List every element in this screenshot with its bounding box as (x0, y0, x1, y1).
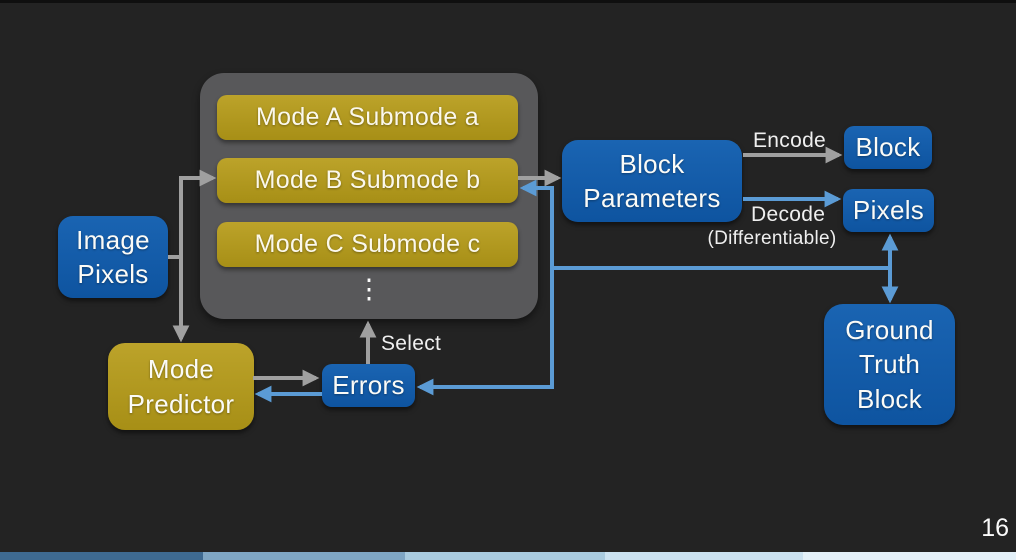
node-block-parameters: Block Parameters (562, 140, 742, 222)
top-edge-strip (0, 0, 1016, 3)
decode-label: Decode (751, 203, 826, 226)
page-number: 16 (981, 514, 1009, 542)
progress-segment (203, 552, 405, 560)
slide-progress-bar (0, 552, 1016, 560)
encode-label: Encode (753, 129, 827, 152)
mode-option-a: Mode A Submode a (217, 95, 518, 140)
progress-segment (803, 552, 1016, 560)
differentiable-label: (Differentiable) (707, 228, 837, 249)
vertical-ellipsis-icon: ⋮ (355, 274, 383, 304)
node-mode-predictor: Mode Predictor (108, 343, 254, 430)
node-ground-truth-block: Ground Truth Block (824, 304, 955, 425)
progress-segment (405, 552, 605, 560)
node-block: Block (844, 126, 932, 169)
mode-list-container: Mode A Submode a Mode B Submode b Mode C… (200, 73, 538, 319)
node-pixels: Pixels (843, 189, 934, 232)
progress-segment (605, 552, 803, 560)
mode-option-c: Mode C Submode c (217, 222, 518, 267)
node-errors: Errors (322, 364, 415, 407)
progress-segment (0, 552, 203, 560)
node-image-pixels: Image Pixels (58, 216, 168, 298)
mode-option-b: Mode B Submode b (217, 158, 518, 203)
select-label: Select (381, 332, 442, 355)
